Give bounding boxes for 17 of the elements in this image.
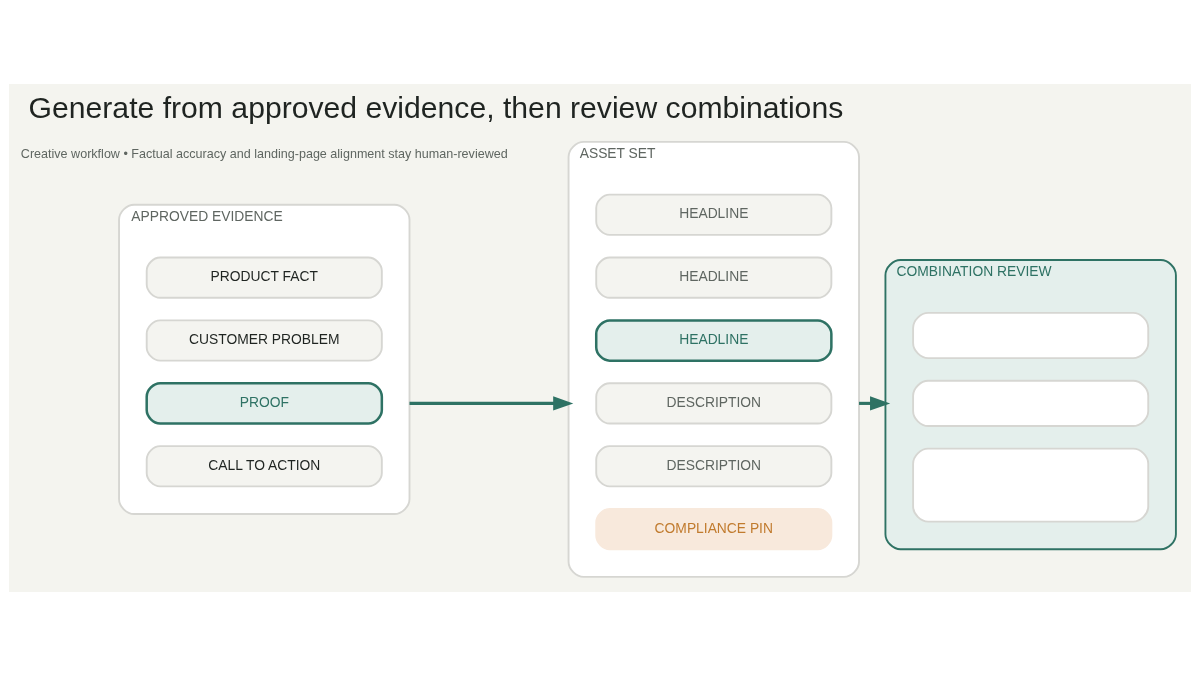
node-box: PROOF — [145, 381, 384, 425]
node-box — [912, 379, 1150, 427]
node-box: DESCRIPTION — [595, 444, 833, 487]
caption: Creative workflow • Factual accuracy and landing-page alignment stay human-reviewed — [20, 146, 508, 161]
node-box: PRODUCT FACT — [145, 256, 383, 299]
node-box: HEADLINE — [595, 193, 833, 236]
arrow — [409, 395, 574, 410]
cluster: COMBINATION REVIEW — [884, 258, 1177, 550]
node-box — [912, 311, 1150, 359]
node-box: HEADLINE — [594, 318, 833, 362]
node-box — [912, 447, 1150, 523]
node-box: HEADLINE — [595, 256, 833, 299]
node-box: COMPLIANCE PIN — [595, 507, 833, 550]
node-box: CALL TO ACTION — [145, 444, 383, 487]
diagram-title: Generate from approved evidence, then review combinations — [28, 90, 844, 124]
node-box: DESCRIPTION — [595, 381, 833, 424]
node-box: CUSTOMER PROBLEM — [145, 318, 383, 362]
